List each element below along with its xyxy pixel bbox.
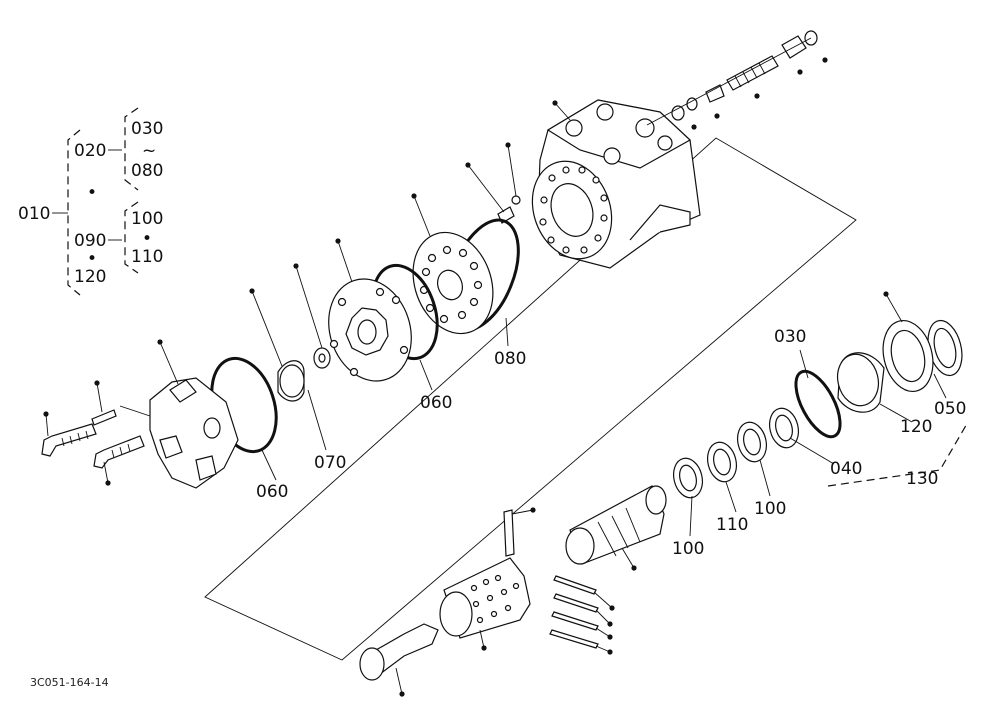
distributor-plate [411, 193, 520, 335]
tree-node-030: 030 [131, 119, 163, 139]
tree-dot: • [142, 229, 152, 249]
callout-040: 040 [830, 459, 862, 479]
centering-springs [549, 575, 615, 655]
tree-node-080: 080 [131, 161, 163, 181]
callout-120: 120 [900, 417, 932, 437]
seal-kit [672, 291, 969, 499]
tree-node-090: 090 [74, 231, 106, 251]
tree-node-110: 110 [131, 247, 163, 267]
callout-100-right: 100 [754, 499, 786, 519]
gerotor-set [328, 238, 439, 382]
callout-060-lower: 060 [256, 482, 288, 502]
spool-sleeve [359, 485, 667, 697]
callout-070: 070 [314, 453, 346, 473]
spacer-and-washer [249, 263, 331, 402]
tree-bracket [124, 201, 139, 274]
tree-dot: • [87, 249, 97, 269]
assembly-outline [204, 137, 857, 661]
check-valve-parts [465, 142, 521, 224]
bolts-and-pin [41, 380, 145, 486]
callout-labels: 030 040 050 060 060 070 080 100 100 110 … [256, 327, 966, 559]
tree-bracket [124, 107, 139, 191]
valve-housing [531, 99, 701, 269]
callout-050: 050 [934, 399, 966, 419]
callout-030: 030 [774, 327, 806, 347]
tree-dot: • [87, 183, 97, 203]
callout-130: 130 [906, 469, 938, 489]
assembly-tree: 010 020 030 ~ 080 • 090 100 • 110 • 120 [18, 107, 163, 296]
callout-110: 110 [716, 515, 748, 535]
callout-leaders [261, 317, 947, 537]
end-cover [119, 339, 278, 489]
relief-valve-parts [646, 30, 828, 130]
tree-root-label: 010 [18, 204, 50, 224]
tree-bracket [67, 129, 81, 296]
figure-code: 3C051-164-14 [30, 676, 109, 689]
callout-100-left: 100 [672, 539, 704, 559]
tree-node-120: 120 [74, 267, 106, 287]
tree-node-020: 020 [74, 141, 106, 161]
tree-node-100: 100 [131, 209, 163, 229]
callout-080: 080 [494, 349, 526, 369]
tree-tilde: ~ [142, 141, 156, 161]
callout-060-upper: 060 [420, 393, 452, 413]
